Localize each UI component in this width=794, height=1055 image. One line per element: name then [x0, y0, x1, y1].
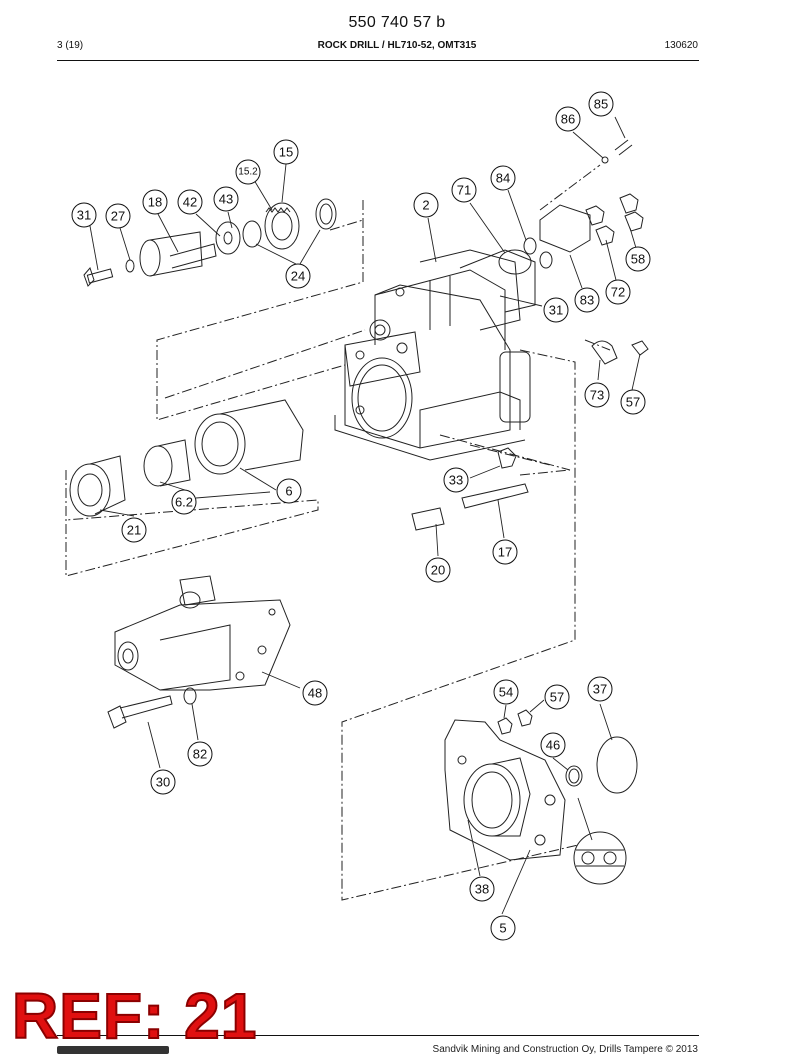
footer-rule — [57, 1035, 699, 1036]
callout-83: 83 — [580, 293, 594, 308]
document-date: 130620 — [664, 40, 698, 51]
callout-46: 46 — [546, 738, 560, 753]
callout-6-2: 6.2 — [175, 495, 193, 510]
leader-lines — [89, 116, 641, 915]
callout-17: 17 — [498, 545, 512, 560]
callout-84: 84 — [496, 171, 510, 186]
pump-body — [114, 575, 291, 691]
callout-57-lower: 57 — [550, 690, 564, 705]
callout-54: 54 — [499, 685, 513, 700]
callout-18: 18 — [148, 195, 162, 210]
page-count: 3 (19) — [57, 40, 84, 51]
callout-72: 72 — [611, 285, 625, 300]
assembly-boundary-lines — [65, 164, 611, 901]
callout-6: 6 — [285, 484, 292, 499]
callout-42: 42 — [183, 195, 197, 210]
copyright-text: Sandvik Mining and Construction Oy, Dril… — [432, 1044, 698, 1055]
callout-33: 33 — [449, 473, 463, 488]
callout-71: 71 — [457, 183, 471, 198]
callout-31-upper: 31 — [77, 208, 91, 223]
callout-15-2: 15.2 — [238, 167, 258, 178]
document-number: 550 740 57 b — [348, 14, 446, 31]
callout-27: 27 — [111, 209, 125, 224]
callout-31-right: 31 — [549, 303, 563, 318]
main-housing — [334, 249, 536, 461]
callout-86: 86 — [561, 112, 575, 127]
reference-label: REF: 21 — [11, 980, 258, 1052]
document-title: ROCK DRILL / HL710-52, OMT315 — [317, 40, 477, 51]
callout-20: 20 — [431, 563, 445, 578]
bolt-30-and-washer-82 — [107, 687, 197, 729]
callout-38: 38 — [475, 882, 489, 897]
callout-21: 21 — [127, 523, 141, 538]
callout-30: 30 — [156, 775, 170, 790]
callout-24: 24 — [291, 269, 305, 284]
callout-5: 5 — [499, 921, 506, 936]
bolts-middle — [411, 447, 529, 531]
end-cap-assembly — [444, 709, 638, 885]
callout-2: 2 — [422, 198, 429, 213]
header-rule — [57, 60, 699, 61]
callout-85: 85 — [594, 97, 608, 112]
callout-37: 37 — [593, 682, 607, 697]
callout-58: 58 — [631, 252, 645, 267]
callout-57-upper: 57 — [626, 395, 640, 410]
sleeve-parts — [69, 399, 304, 517]
callout-48: 48 — [308, 686, 322, 701]
company-logo — [57, 1046, 169, 1054]
callout-73: 73 — [590, 388, 604, 403]
callout-15: 15 — [279, 145, 293, 160]
callout-82: 82 — [193, 747, 207, 762]
callout-43: 43 — [219, 192, 233, 207]
